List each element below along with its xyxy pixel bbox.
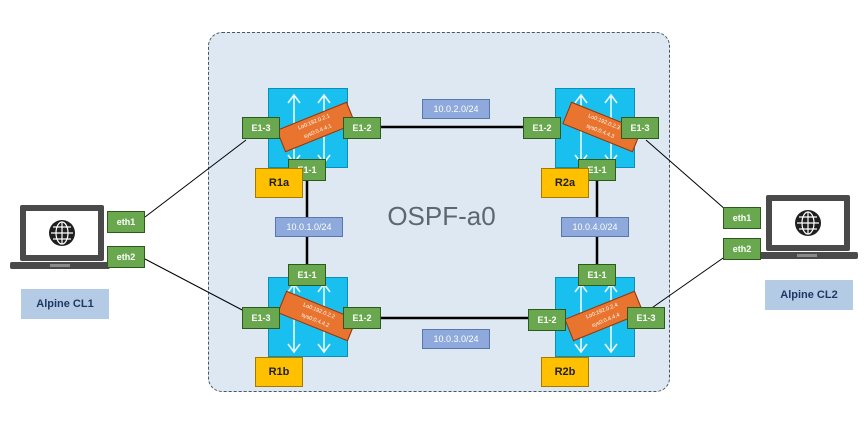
router-name-r2b: R2b xyxy=(541,357,589,387)
subnet-label-bottom: 10.0.3.0/24 xyxy=(422,329,490,349)
port-r1b-e1-1[interactable]: E1-1 xyxy=(288,264,326,286)
subnet-label-right: 10.0.4.0/24 xyxy=(561,217,629,237)
client-label-cl2: Alpine CL2 xyxy=(765,280,853,310)
client-label-cl1: Alpine CL1 xyxy=(21,289,109,319)
link-cl2-r2b xyxy=(645,255,727,313)
port-r1a-e1-3[interactable]: E1-3 xyxy=(242,117,280,139)
laptop-icon[interactable] xyxy=(756,194,860,266)
link-cl1-r1b xyxy=(144,258,247,313)
subnet-label-left: 10.0.1.0/24 xyxy=(275,217,343,237)
link-cl1-r1a xyxy=(144,139,247,218)
router-name-r1b: R1b xyxy=(255,357,303,387)
port-r2a-e1-3[interactable]: E1-3 xyxy=(621,117,659,139)
subnet-label-top: 10.0.2.0/24 xyxy=(422,99,490,119)
port-r1b-e1-2[interactable]: E1-2 xyxy=(343,307,381,329)
port-cl2-eth2[interactable]: eth2 xyxy=(723,238,761,260)
port-r2a-e1-2[interactable]: E1-2 xyxy=(523,117,561,139)
port-cl2-eth1[interactable]: eth1 xyxy=(723,207,761,229)
port-r1a-e1-2[interactable]: E1-2 xyxy=(343,117,381,139)
laptop-icon[interactable] xyxy=(8,204,110,274)
router-name-r1a: R1a xyxy=(255,168,303,198)
port-r1b-e1-3[interactable]: E1-3 xyxy=(242,307,280,329)
port-cl1-eth2[interactable]: eth2 xyxy=(107,246,145,268)
router-name-r2a: R2a xyxy=(541,168,589,198)
port-r2b-e1-1[interactable]: E1-1 xyxy=(578,264,616,286)
link-cl2-r2a xyxy=(645,139,727,211)
port-cl1-eth1[interactable]: eth1 xyxy=(107,211,145,233)
area-label: OSPF-a0 xyxy=(387,201,496,231)
port-r2b-e1-3[interactable]: E1-3 xyxy=(627,307,665,329)
port-r2b-e1-2[interactable]: E1-2 xyxy=(528,309,566,331)
